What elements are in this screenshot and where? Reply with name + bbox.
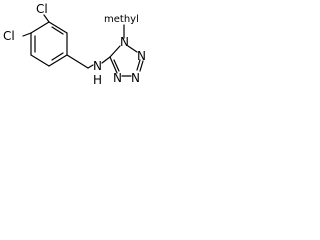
atom-cl-upper: Cl (36, 2, 48, 16)
bond-ring-c4-c5 (30, 54, 50, 67)
atom-ring-n2: N (137, 49, 146, 63)
bond-c-cl-upper (43, 14, 50, 23)
bond-ring-c6-c1 (30, 21, 50, 34)
atom-ring-n4: N (113, 71, 122, 85)
atom-ring-n1: N (120, 35, 129, 49)
atom-cl-lower: Cl (3, 29, 15, 43)
atom-methyl-label: methyl (104, 14, 139, 25)
bond-tz-c5-n1 (109, 45, 121, 58)
bond-tz-n2-n3 (136, 59, 141, 71)
bond-ring-c1-c2 (48, 21, 68, 34)
bond-c-cl-lower (22, 32, 32, 37)
bond-nh-tetrazole (101, 56, 111, 64)
bond-ch2-nh (87, 64, 94, 69)
atom-amine-n: N (93, 59, 102, 73)
bond-ring-ch2 (66, 54, 89, 69)
bond-tz-n4-c5 (109, 56, 118, 74)
atom-amine-h: H (93, 73, 102, 87)
atom-ring-n3: N (131, 71, 140, 85)
bond-tz-double-2 (139, 60, 144, 72)
bond-ring-double-1 (51, 26, 64, 35)
bond-ring-c3-c4 (48, 54, 68, 67)
molecule-structure: Cl Cl N H methyl N N N N (3, 2, 146, 87)
bond-tz-double-1 (113, 59, 120, 72)
structure-canvas: Cl Cl N H methyl N N N N (0, 0, 154, 96)
bond-ring-double-2 (51, 52, 64, 61)
bond-tz-n1-n2 (127, 45, 138, 53)
